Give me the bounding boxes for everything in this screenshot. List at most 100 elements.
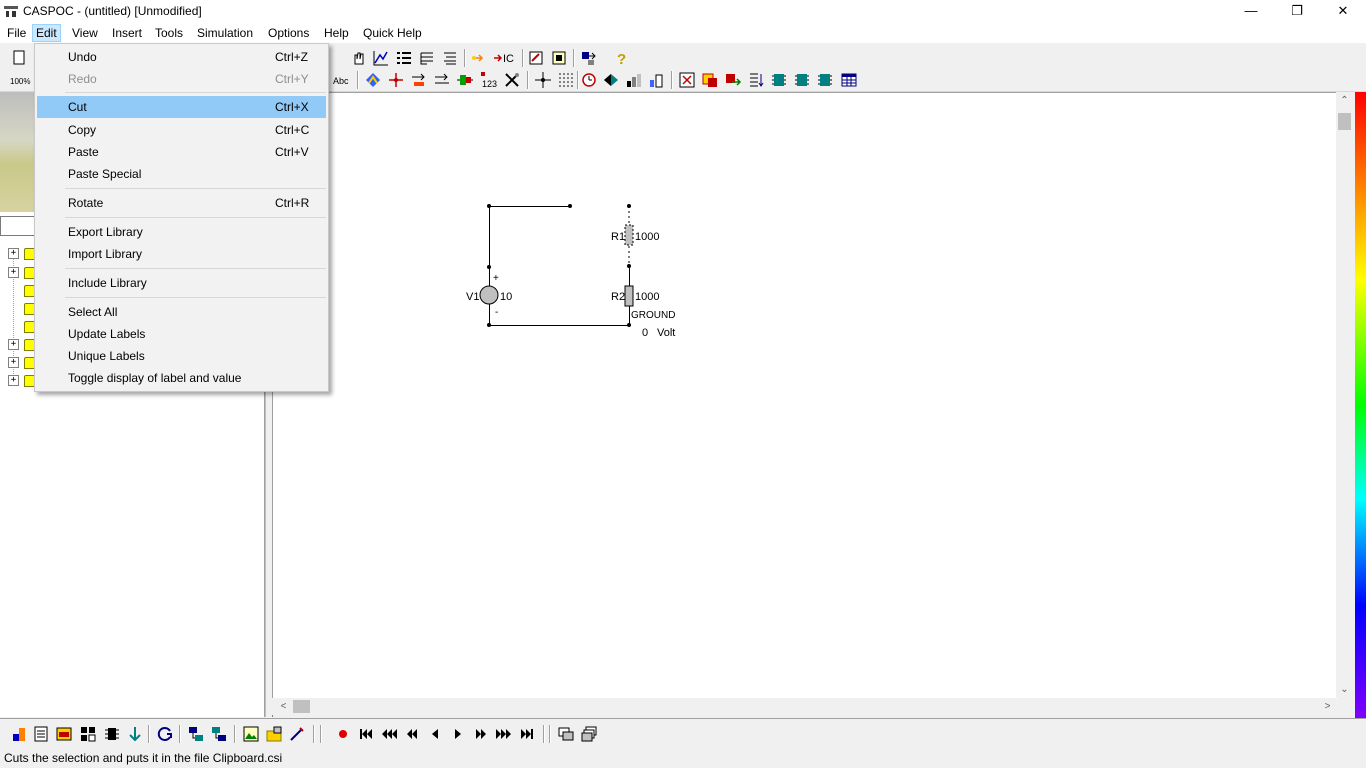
- menu-item-export-library[interactable]: Export Library: [37, 221, 326, 243]
- schematic-canvas[interactable]: V1 10 + - R1 1000 R2 1000 GROUND 0 Volt: [272, 92, 1337, 699]
- refresh-icon[interactable]: [156, 725, 174, 743]
- skip-end-icon[interactable]: [518, 725, 536, 743]
- export-icon[interactable]: [724, 71, 742, 89]
- record-icon[interactable]: [334, 725, 352, 743]
- graph-icon[interactable]: [372, 49, 390, 67]
- scroll-right-icon[interactable]: >: [1324, 701, 1331, 712]
- fit-icon[interactable]: [678, 71, 696, 89]
- diamond-icon[interactable]: [602, 71, 620, 89]
- network-icon[interactable]: [580, 49, 598, 67]
- menu-insert[interactable]: Insert: [112, 26, 143, 40]
- new-file-icon[interactable]: [10, 49, 28, 67]
- folder-image-icon[interactable]: [265, 725, 283, 743]
- menu-help[interactable]: Help: [324, 26, 349, 40]
- tree-expander[interactable]: +: [8, 375, 19, 386]
- chip-icon-1[interactable]: [770, 71, 788, 89]
- tree-expander[interactable]: +: [8, 339, 19, 350]
- wire[interactable]: [489, 325, 630, 326]
- forward-icon[interactable]: [472, 725, 490, 743]
- menu-tools[interactable]: Tools: [155, 26, 184, 40]
- image-icon[interactable]: [242, 725, 260, 743]
- document-icon[interactable]: [32, 725, 50, 743]
- transfer-icon[interactable]: [470, 49, 488, 67]
- menu-file[interactable]: File: [7, 26, 27, 40]
- voltage-probe-icon[interactable]: [410, 71, 428, 89]
- scroll-up-icon[interactable]: ⌃: [1340, 95, 1349, 106]
- scope-icon[interactable]: [364, 71, 382, 89]
- level-icon[interactable]: [648, 71, 666, 89]
- sort-icon[interactable]: [747, 71, 765, 89]
- hand-tool-icon[interactable]: [350, 49, 368, 67]
- sorted-list-icon[interactable]: [441, 49, 459, 67]
- voltage-source-v1[interactable]: [479, 285, 499, 305]
- menu-item-paste[interactable]: Paste Ctrl+V: [37, 141, 326, 163]
- tree-expander[interactable]: +: [8, 248, 19, 259]
- scroll-down-icon[interactable]: ⌄: [1340, 684, 1349, 695]
- menu-edit[interactable]: Edit: [32, 24, 61, 42]
- panel-grid-icon[interactable]: [79, 725, 97, 743]
- node-dot[interactable]: [487, 265, 491, 269]
- wire[interactable]: [489, 206, 490, 296]
- menu-item-undo[interactable]: Undo Ctrl+Z: [37, 46, 326, 68]
- help-question-icon[interactable]: ?: [612, 49, 630, 68]
- component-icon[interactable]: [10, 725, 28, 743]
- component-edit-icon[interactable]: [527, 49, 545, 67]
- network-config-icon[interactable]: [210, 725, 228, 743]
- menu-item-select-all[interactable]: Select All: [37, 301, 326, 323]
- menu-options[interactable]: Options: [268, 26, 310, 40]
- menu-item-paste-special[interactable]: Paste Special: [37, 163, 326, 185]
- wire[interactable]: [489, 206, 570, 207]
- menu-item-cut[interactable]: Cut Ctrl+X: [37, 96, 326, 118]
- chip-icon-2[interactable]: [793, 71, 811, 89]
- table-icon[interactable]: [840, 71, 858, 89]
- menu-item-redo[interactable]: Redo Ctrl+Y: [37, 68, 326, 90]
- window-cascade-icon[interactable]: [557, 725, 575, 743]
- menu-item-update-labels[interactable]: Update Labels: [37, 323, 326, 345]
- skip-start-icon[interactable]: [357, 725, 375, 743]
- node-dot[interactable]: [487, 323, 491, 327]
- numeric-display-icon[interactable]: [55, 725, 73, 743]
- wire[interactable]: [489, 296, 490, 326]
- horizontal-scroll-thumb[interactable]: [293, 700, 310, 713]
- node-dot[interactable]: [627, 323, 631, 327]
- chip-icon-3[interactable]: [816, 71, 834, 89]
- node-dot[interactable]: [487, 204, 491, 208]
- ic-icon[interactable]: IC: [493, 49, 517, 67]
- library-search-input[interactable]: [0, 216, 36, 236]
- node-icon[interactable]: [387, 71, 405, 89]
- multi-list-icon[interactable]: [418, 49, 436, 67]
- vertical-scroll-thumb[interactable]: [1338, 113, 1351, 130]
- step-back-icon[interactable]: [426, 725, 444, 743]
- arrow-down-icon[interactable]: [126, 725, 144, 743]
- menu-item-toggle-display[interactable]: Toggle display of label and value: [37, 367, 326, 389]
- crosshair-icon[interactable]: [534, 71, 552, 89]
- tree-expander[interactable]: +: [8, 267, 19, 278]
- rewind-icon[interactable]: [403, 725, 421, 743]
- fast-forward-icon[interactable]: [495, 725, 513, 743]
- menu-simulation[interactable]: Simulation: [197, 26, 254, 40]
- component-copy-icon[interactable]: [550, 49, 568, 67]
- counter-icon[interactable]: 123: [479, 71, 501, 89]
- menu-item-import-library[interactable]: Import Library: [37, 243, 326, 265]
- menu-item-copy[interactable]: Copy Ctrl+C: [37, 119, 326, 141]
- zoom-100-icon[interactable]: 100%: [8, 71, 32, 89]
- window-stack-icon[interactable]: [580, 725, 598, 743]
- horizontal-scrollbar[interactable]: < >: [272, 698, 1336, 715]
- resistor-r1[interactable]: [624, 206, 636, 266]
- block-icon[interactable]: [456, 71, 474, 89]
- node-dot[interactable]: [568, 204, 572, 208]
- vertical-scrollbar[interactable]: ⌃ ⌄: [1336, 92, 1353, 698]
- network-icon[interactable]: [187, 725, 205, 743]
- current-probe-icon[interactable]: [433, 71, 451, 89]
- play-icon[interactable]: [449, 725, 467, 743]
- scroll-left-icon[interactable]: <: [280, 701, 287, 712]
- clock-icon[interactable]: [580, 71, 598, 89]
- edit-tools-icon[interactable]: [288, 725, 306, 743]
- close-button[interactable]: ✕: [1337, 3, 1349, 18]
- menu-quick-help[interactable]: Quick Help: [363, 26, 422, 40]
- layers-icon[interactable]: [701, 71, 719, 89]
- menu-item-rotate[interactable]: Rotate Ctrl+R: [37, 192, 326, 214]
- minimize-button[interactable]: —: [1244, 3, 1258, 18]
- menu-item-unique-labels[interactable]: Unique Labels: [37, 345, 326, 367]
- bars-icon[interactable]: [625, 71, 643, 89]
